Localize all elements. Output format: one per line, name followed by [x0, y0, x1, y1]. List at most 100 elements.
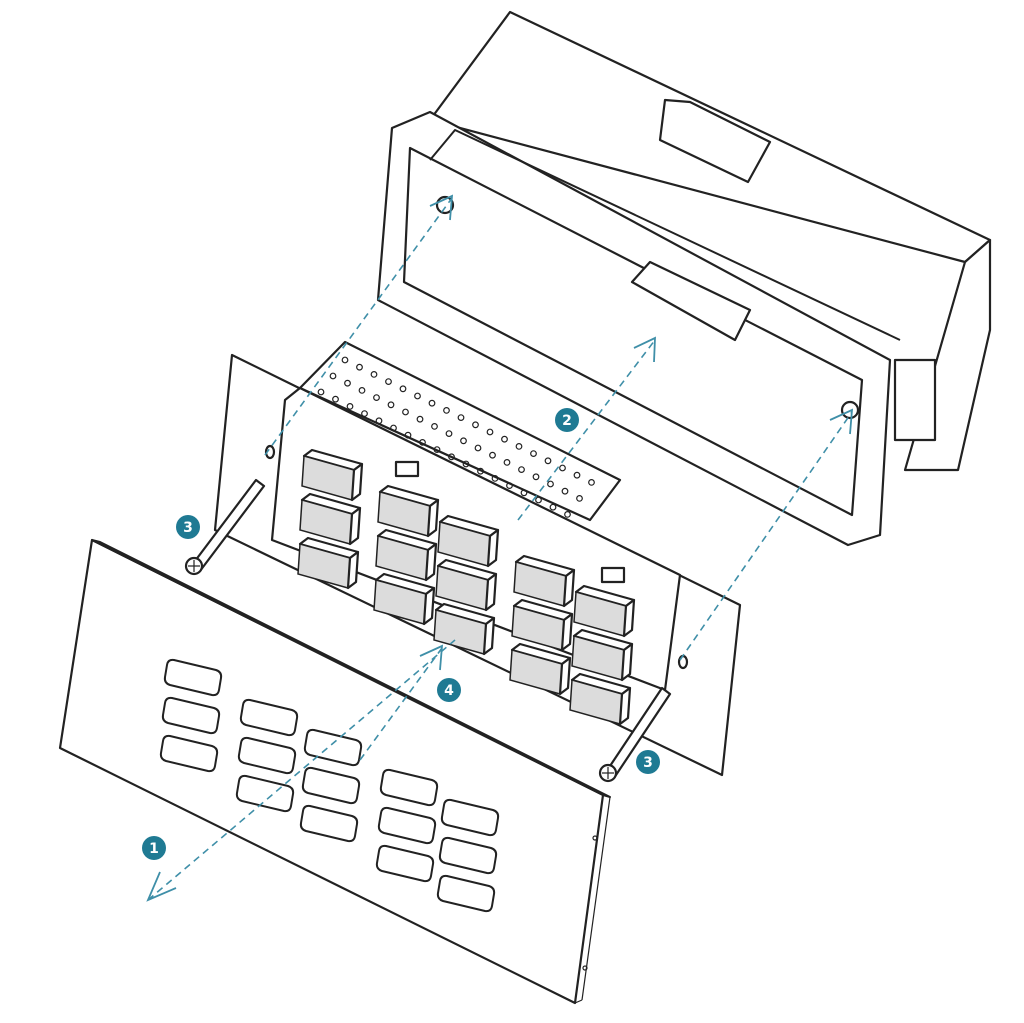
callout-3-right: 3 [636, 750, 660, 774]
vent-hole [518, 466, 525, 474]
cover-key-opening [438, 836, 498, 875]
key-side [620, 642, 634, 682]
cover-key-opening [301, 766, 361, 805]
assembly-guide-lines [146, 194, 854, 902]
vent-hole [356, 363, 363, 371]
cover-key-opening [161, 696, 221, 735]
vent-hole [549, 503, 557, 511]
module-key [433, 602, 496, 656]
key-side [622, 598, 636, 638]
vent-hole [419, 439, 426, 446]
cover-key-opening [237, 736, 297, 775]
module-key [373, 572, 436, 626]
key-side [424, 542, 438, 582]
keypad-module [270, 340, 682, 726]
key-side [618, 686, 632, 726]
cover-key-opening [235, 774, 295, 813]
key-side [486, 528, 500, 568]
vent-hole [373, 394, 380, 402]
callout-1-label: 1 [149, 841, 159, 857]
module-key [573, 584, 636, 638]
module-key [297, 536, 360, 590]
module-key [509, 642, 572, 696]
module-key [375, 528, 438, 582]
cover-key-opening [440, 798, 500, 837]
module-key [377, 484, 440, 538]
module-key [513, 554, 576, 608]
module-key [511, 598, 574, 652]
vent-hole [515, 443, 523, 450]
plate-hole-right [677, 654, 689, 670]
vent-hole [532, 473, 540, 481]
key-side [346, 550, 360, 590]
guide-line-right-screw [679, 411, 853, 661]
key-side [484, 572, 498, 612]
module-keys [297, 448, 636, 726]
vent-hole [443, 407, 450, 414]
vent-hole [576, 495, 583, 502]
plate-hole-left [264, 444, 276, 460]
vent-hole [346, 403, 354, 410]
vent-hole [544, 457, 552, 465]
vent-hole [317, 388, 325, 396]
connector-right [600, 566, 626, 584]
screw-right [598, 686, 672, 783]
callout-3-left-label: 3 [183, 520, 193, 536]
mounting-box [376, 10, 992, 547]
front-cover-plate [58, 538, 611, 1005]
vent-hole [457, 414, 465, 422]
guide-line-2 [517, 339, 656, 521]
vent-hole [361, 410, 368, 418]
cover-key-opening [375, 844, 435, 883]
module-key [571, 628, 634, 682]
cover-key-opening [436, 874, 496, 913]
callout-4-label: 4 [444, 683, 454, 699]
vent-hole [506, 482, 513, 490]
key-side [482, 616, 496, 656]
vent-hole [559, 464, 566, 472]
callout-3-left: 3 [176, 515, 200, 539]
vent-hole [588, 479, 595, 486]
vent-hole [460, 437, 467, 445]
vent-hole [520, 489, 528, 497]
vent-hole [564, 511, 571, 518]
key-side [426, 498, 440, 538]
vent-hole [385, 378, 392, 386]
vent-hole [332, 395, 339, 403]
vent-hole [341, 356, 349, 364]
module-key [437, 514, 500, 568]
key-side [558, 656, 572, 696]
vent-hole [462, 460, 470, 468]
cover-key-opening [159, 734, 219, 773]
key-side [348, 506, 362, 546]
module-key [301, 448, 364, 502]
cover-key-opening [303, 728, 363, 767]
vent-hole [387, 401, 395, 409]
vent-hole [472, 421, 479, 429]
vent-holes [317, 356, 595, 518]
vent-hole [414, 392, 421, 400]
vent-hole [433, 446, 441, 454]
key-side [422, 586, 436, 626]
vent-hole [448, 453, 455, 461]
vent-hole [404, 431, 412, 439]
vent-hole [535, 496, 542, 504]
vent-hole [431, 423, 438, 430]
screw-left [184, 478, 266, 576]
vent-hole [375, 417, 383, 425]
cover-key-opening [379, 768, 439, 807]
vent-hole [477, 467, 484, 475]
vent-hole [561, 487, 569, 495]
vent-hole [399, 385, 407, 393]
guide-line-left-screw [264, 197, 453, 456]
vent-hole [416, 415, 424, 423]
vent-hole [344, 379, 351, 387]
module-key [299, 492, 362, 546]
cover-key-opening [239, 698, 299, 737]
vent-hole [501, 435, 508, 443]
connector-top [394, 460, 420, 478]
vent-hole [547, 480, 554, 488]
callout-1: 1 [142, 836, 166, 860]
vent-hole [329, 372, 337, 380]
